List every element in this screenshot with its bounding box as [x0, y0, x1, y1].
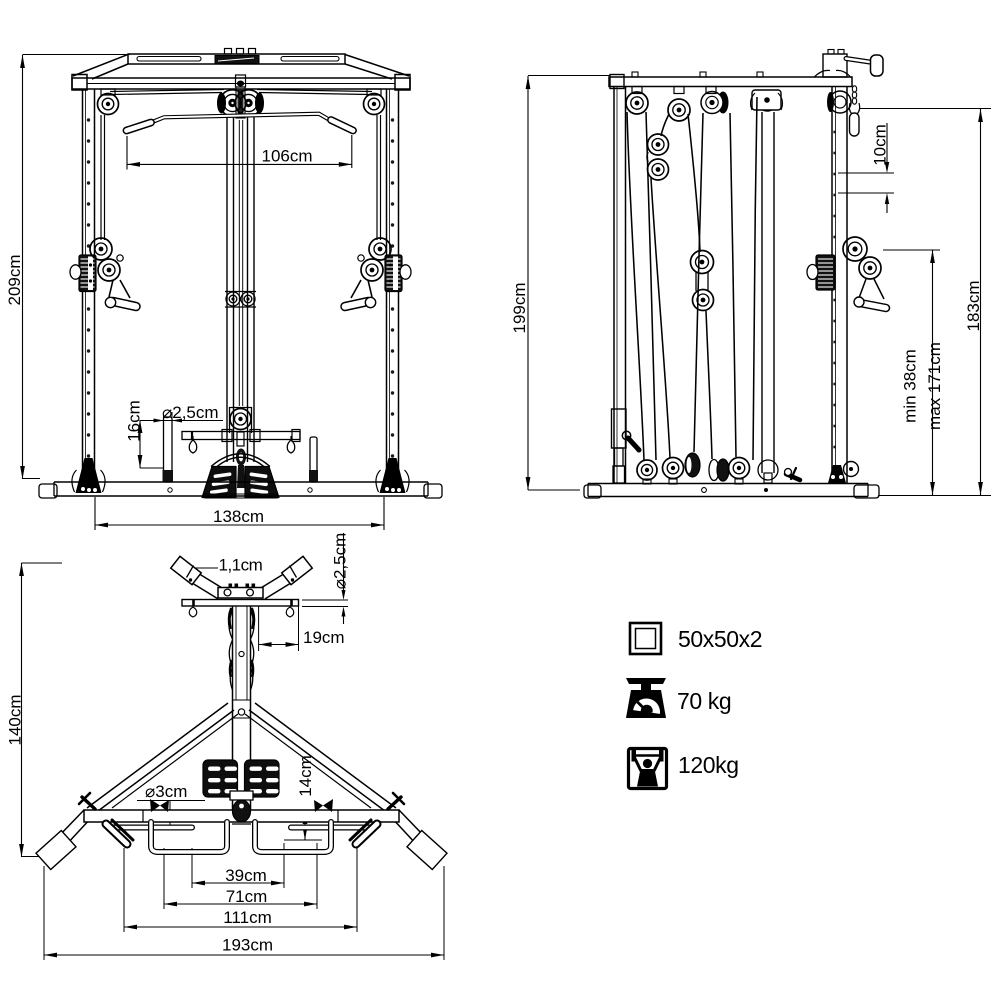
svg-text:111cm: 111cm — [223, 908, 272, 927]
svg-text:193cm: 193cm — [222, 936, 273, 955]
svg-text:106cm: 106cm — [261, 147, 312, 166]
svg-text:138cm: 138cm — [213, 507, 264, 526]
svg-text:39cm: 39cm — [225, 866, 267, 885]
svg-text:140cm: 140cm — [6, 694, 25, 745]
svg-text:209cm: 209cm — [5, 254, 24, 305]
svg-text:199cm: 199cm — [510, 282, 529, 333]
svg-text:50x50x2: 50x50x2 — [678, 626, 762, 652]
svg-text:71cm: 71cm — [226, 887, 268, 906]
svg-text:70 kg: 70 kg — [677, 688, 731, 714]
svg-text:120kg: 120kg — [678, 752, 739, 778]
svg-text:16cm: 16cm — [125, 400, 144, 442]
svg-text:⌀3cm: ⌀3cm — [145, 782, 187, 801]
svg-text:⌀2,5cm: ⌀2,5cm — [162, 403, 219, 422]
svg-text:⌀2,5cm: ⌀2,5cm — [331, 533, 350, 590]
svg-text:183cm: 183cm — [964, 280, 983, 331]
svg-text:19cm: 19cm — [303, 628, 345, 647]
svg-text:14cm: 14cm — [296, 755, 315, 797]
svg-text:min 38cm: min 38cm — [901, 349, 920, 423]
svg-text:10cm: 10cm — [871, 124, 890, 166]
svg-text:max 171cm: max 171cm — [925, 342, 944, 430]
svg-text:1,1cm: 1,1cm — [219, 556, 263, 575]
